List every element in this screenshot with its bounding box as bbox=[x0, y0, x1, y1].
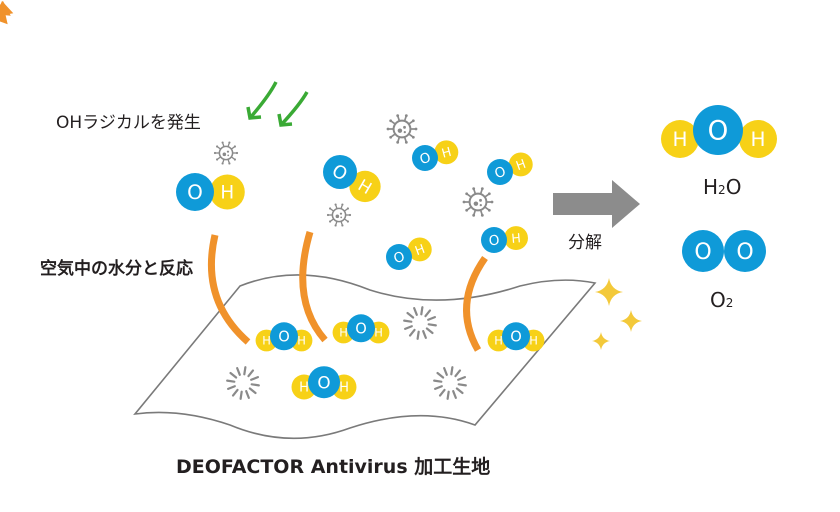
decompose-arrow-icon bbox=[553, 180, 640, 228]
oxygen-symbol: O bbox=[488, 232, 500, 249]
oh-radical-molecule: HO bbox=[176, 173, 245, 211]
hydrogen-symbol: H bbox=[299, 381, 309, 396]
water-molecule: H HO bbox=[291, 366, 357, 400]
hydrogen-symbol: H bbox=[339, 326, 348, 340]
hydrogen-symbol: H bbox=[440, 144, 453, 161]
hydrogen-symbol: H bbox=[511, 230, 522, 246]
oxygen-symbol: O bbox=[317, 372, 330, 392]
o2-label: O2 bbox=[710, 288, 733, 312]
hydrogen-symbol: H bbox=[494, 334, 503, 348]
hydrogen-symbol: H bbox=[339, 381, 349, 396]
oxygen-atom bbox=[682, 230, 724, 272]
curved-arrow-icon bbox=[0, 8, 488, 352]
sparkle-icon bbox=[592, 332, 610, 350]
h2o-subscript: 2 bbox=[718, 183, 726, 197]
oh-radical-molecule: HO bbox=[323, 155, 381, 203]
hydrogen-atom bbox=[434, 140, 459, 165]
oxygen-symbol: O bbox=[694, 240, 711, 265]
water-molecule: H HO bbox=[487, 322, 545, 352]
oxygen-atom bbox=[724, 230, 766, 272]
water-molecule: H HO bbox=[255, 322, 313, 352]
green-arrow-icon bbox=[277, 91, 309, 127]
hydrogen-symbol: H bbox=[529, 334, 538, 348]
oxygen-atom bbox=[270, 322, 298, 351]
oh-radical-molecule: HO bbox=[386, 237, 432, 270]
oxygen-atom bbox=[323, 155, 357, 189]
hydrogen-symbol: H bbox=[374, 326, 383, 340]
hydrogen-atom bbox=[739, 120, 777, 158]
oxygen-atom bbox=[502, 322, 530, 351]
hydrogen-symbol: H bbox=[673, 127, 688, 151]
fabric-label: DEOFACTOR Antivirus 加工生地 bbox=[176, 456, 491, 478]
fabric-sheet bbox=[133, 274, 597, 440]
virus-icon bbox=[213, 141, 239, 165]
burst-icon bbox=[226, 366, 260, 400]
water-molecule: H HO bbox=[332, 314, 390, 344]
hydrogen-atom bbox=[504, 226, 528, 251]
curved-arrow-icon bbox=[0, 1, 251, 345]
o2-subscript: 2 bbox=[725, 296, 734, 310]
oxygen-atom bbox=[347, 314, 375, 343]
o2-o: O bbox=[710, 288, 726, 312]
oxygen-atom bbox=[176, 173, 214, 211]
virus-icon bbox=[326, 203, 352, 227]
oxygen-atom bbox=[386, 244, 412, 270]
oxygen-atom bbox=[308, 366, 340, 399]
hydrogen-atom bbox=[349, 170, 381, 203]
sparkle-icon bbox=[595, 278, 623, 306]
hydrogen-symbol: H bbox=[262, 334, 271, 348]
oxygen-symbol: O bbox=[510, 329, 522, 346]
hydrogen-symbol: H bbox=[751, 127, 766, 151]
oxygen-symbol: O bbox=[355, 321, 367, 338]
oxygen-atom bbox=[487, 159, 513, 185]
oh-radical-molecule: HO bbox=[412, 140, 459, 171]
sparkle-icon bbox=[620, 310, 642, 332]
oxygen-symbol: O bbox=[278, 329, 290, 346]
curved-arrow-icon bbox=[0, 1, 328, 343]
moisture-reaction-label: 空気中の水分と反応 bbox=[40, 259, 193, 279]
oxygen-atom bbox=[693, 105, 743, 155]
h2o-o: O bbox=[725, 175, 742, 199]
hydrogen-symbol: H bbox=[220, 183, 234, 204]
hydrogen-atom bbox=[209, 174, 245, 210]
decompose-label: 分解 bbox=[568, 233, 602, 253]
oxygen-symbol: O bbox=[392, 249, 408, 268]
burst-icon bbox=[433, 366, 467, 400]
oxygen-atom bbox=[412, 145, 438, 171]
hydrogen-atom bbox=[661, 120, 699, 158]
h2o-h: H bbox=[703, 175, 719, 199]
oh-radical-molecule: HO bbox=[481, 226, 528, 253]
oxygen-symbol: O bbox=[708, 117, 729, 147]
green-arrow-icon bbox=[246, 81, 278, 120]
virus-icon bbox=[386, 114, 418, 144]
oxygen-atom bbox=[481, 227, 507, 253]
product-water-molecule: H HO bbox=[661, 105, 777, 158]
h2o-label: H2O bbox=[703, 175, 741, 199]
hydrogen-atom bbox=[508, 152, 533, 177]
burst-icon bbox=[403, 306, 437, 340]
oxygen-symbol: O bbox=[187, 180, 203, 204]
hydrogen-symbol: H bbox=[297, 334, 306, 348]
oxygen-symbol: O bbox=[418, 150, 433, 168]
hydrogen-atom bbox=[407, 237, 432, 262]
virus-icon bbox=[462, 187, 494, 217]
oh-radical-molecule: HO bbox=[487, 152, 533, 185]
oxygen-symbol: O bbox=[493, 164, 509, 183]
oxygen-symbol: O bbox=[736, 240, 753, 265]
oh-radical-label: OHラジカルを発生 bbox=[56, 113, 201, 133]
